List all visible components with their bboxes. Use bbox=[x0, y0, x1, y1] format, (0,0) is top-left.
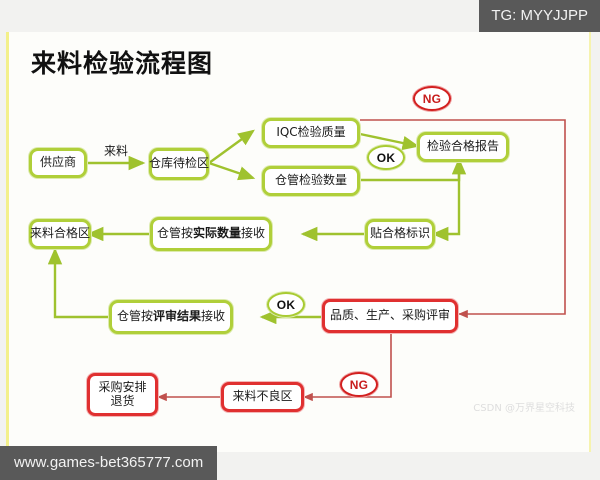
slide-canvas: 来料检验流程图 bbox=[6, 32, 591, 452]
page-title: 来料检验流程图 bbox=[31, 49, 214, 78]
node-receive-review[interactable]: 仓管按评审结果接收 bbox=[109, 300, 233, 334]
badge-ok-iqc-label: OK bbox=[376, 150, 396, 165]
node-pass-report-label: 检验合格报告 bbox=[426, 139, 499, 154]
node-pass-label[interactable]: 贴合格标识 bbox=[365, 219, 435, 249]
badge-ng-iqc-label: NG bbox=[422, 91, 442, 106]
node-iqc-quality[interactable]: IQC检验质量 bbox=[262, 118, 360, 148]
node-wms-quantity-label: 仓管检验数量 bbox=[274, 173, 347, 188]
node-pass-report[interactable]: 检验合格报告 bbox=[417, 132, 509, 162]
csdn-watermark: CSDN @万界星空科技 bbox=[473, 403, 575, 414]
node-receive-actual-label: 仓管按实际数量接收 bbox=[156, 226, 266, 241]
node-warehouse-wait-label: 仓库待检区 bbox=[149, 156, 210, 171]
badge-ok-review-label: OK bbox=[276, 297, 296, 312]
node-defect-area[interactable]: 来料不良区 bbox=[221, 382, 304, 412]
node-review-board-label: 品质、生产、采购评审 bbox=[329, 308, 450, 323]
badge-ng-review-label: NG bbox=[349, 377, 369, 392]
node-receive-review-label: 仓管按评审结果接收 bbox=[116, 309, 226, 324]
node-purchase-return[interactable]: 采购安排 退货 bbox=[87, 373, 158, 416]
node-supplier[interactable]: 供应商 bbox=[29, 148, 87, 178]
node-qualified-area[interactable]: 来料合格区 bbox=[29, 219, 91, 249]
node-purchase-return-line1: 采购安排 bbox=[98, 379, 147, 394]
wire-warehouse-to-quantity bbox=[208, 161, 256, 181]
telegram-watermark: TG: MYYJJPP bbox=[479, 0, 600, 32]
badge-ng-iqc: NG bbox=[413, 86, 451, 111]
node-review-board[interactable]: 品质、生产、采购评审 bbox=[322, 299, 458, 333]
node-iqc-quality-label: IQC检验质量 bbox=[276, 125, 346, 140]
wire-report-to-label bbox=[431, 163, 461, 242]
wire-receive-review-to-qualified bbox=[47, 247, 109, 319]
node-warehouse-wait[interactable]: 仓库待检区 bbox=[149, 148, 209, 180]
node-supplier-label: 供应商 bbox=[39, 155, 76, 170]
url-watermark: www.games-bet365777.com bbox=[0, 446, 218, 480]
badge-ok-iqc: OK bbox=[367, 145, 405, 170]
node-defect-area-label: 来料不良区 bbox=[232, 389, 293, 404]
edge-label-incoming-material: 来料 bbox=[104, 144, 129, 158]
wire-warehouse-to-iqc bbox=[208, 129, 255, 164]
node-purchase-return-line2: 退货 bbox=[110, 393, 135, 408]
node-qualified-area-label: 来料合格区 bbox=[30, 226, 91, 241]
badge-ng-review: NG bbox=[340, 372, 378, 397]
node-pass-label-text: 贴合格标识 bbox=[369, 226, 430, 241]
badge-ok-review: OK bbox=[267, 292, 305, 317]
node-receive-actual[interactable]: 仓管按实际数量接收 bbox=[150, 217, 272, 251]
node-wms-quantity[interactable]: 仓管检验数量 bbox=[262, 166, 360, 196]
